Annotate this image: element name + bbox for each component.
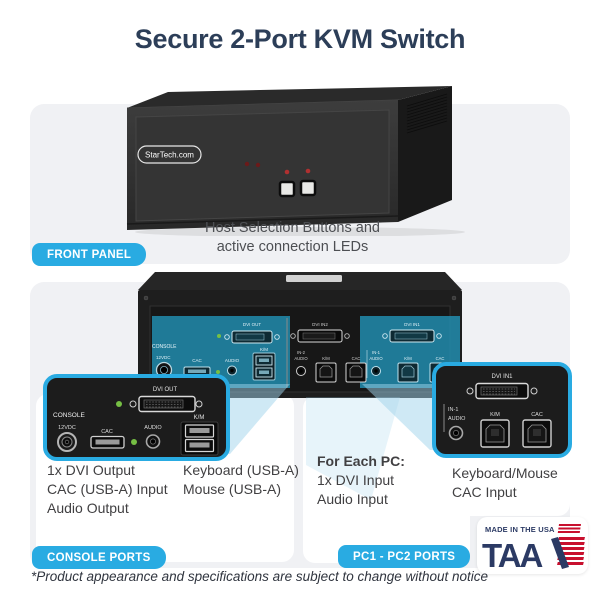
cac2-usb-b-icon [345,362,367,383]
made-in-usa-text: MADE IN THE USA [485,525,555,534]
status-led-icon [255,162,261,168]
callout-dvi-in1-label: DVI IN1 [491,374,513,380]
callout-cac-usb-a-icon [90,435,125,449]
led-icon [217,334,221,338]
callout-cac1-label: CAC [531,412,543,418]
km1-label: K/M [404,356,412,361]
host2-led-icon [305,168,311,174]
caption-line: Mouse (USB-A) [183,481,282,497]
callout-audio-label: AUDIO [144,425,162,431]
front-bezel [135,109,390,222]
pc-ports-badge: PC1 - PC2 PORTS [338,545,471,568]
caption-line: 1x DVI Input [317,472,395,488]
console-callout-graphic: DVI OUT CONSOLE 12VDC CAC [53,387,219,456]
led-icon [216,370,220,374]
host1-select-button [278,180,296,198]
console-callout-box: DVI OUT CONSOLE 12VDC CAC [43,374,230,461]
caption-line: 1x DVI Output [47,462,135,478]
front-panel-badge: FRONT PANEL [32,243,147,266]
caption-line: Keyboard/Mouse [452,465,558,481]
console-ports-badge: CONSOLE PORTS [32,546,166,569]
cac1-label: CAC [436,356,445,361]
console-caption-col1: 1x DVI Output CAC (USB-A) Input Audio Ou… [47,461,187,518]
caption-line: Keyboard (USB-A) [183,462,299,478]
startech-logo: StarTech.com [137,145,202,164]
front-caption-line2: active connection LEDs [216,239,369,255]
audio-label: AUDIO [225,358,240,363]
status-led-icon [244,161,250,167]
callout-km-label: K/M [194,415,205,421]
taa-logo-box: MADE IN THE USA TAA [477,517,588,574]
dvi-in2-label: DVI IN2 [312,322,328,327]
callout-led-icon [116,401,122,407]
callout-audio-jack-icon [145,434,161,449]
callout-dvi-out-label: DVI OUT [153,387,178,393]
side-vents [406,93,448,134]
callout-audio1-label: AUDIO [448,416,466,422]
taa-logo: MADE IN THE USA TAA [482,524,585,574]
callout-km1-usb-b-icon [480,419,510,448]
host2-select-button [299,179,317,197]
pc-caption-col1: For Each PC: 1x DVI Input Audio Input [317,452,447,509]
chassis-top [127,86,452,108]
callout-km-usb-stack-icon [180,421,219,456]
in1-label: IN-1 [372,350,381,355]
dvi-in1-icon [382,329,442,343]
power-label: 12VDC [156,355,171,360]
dvi-in2-icon [290,329,350,343]
km-label: K/M [260,347,268,352]
callout-power-label: 12VDC [58,425,76,431]
top-label-sticker [286,275,342,282]
startech-logo-text: StarTech.com [145,151,194,160]
in2-label: IN-2 [297,350,306,355]
audio2-label: AUDIO [294,356,308,361]
pc-caption-heading: For Each PC: [317,453,405,469]
rear-pc2-group: DVI IN2 IN-2 AUDIO K/M CAC [290,322,367,383]
dvi-out-icon [224,330,280,344]
callout-dvi-in1-icon [466,382,538,400]
pc1-callout-box: DVI IN1 IN-1 AUDIO K/M [432,362,572,458]
km2-usb-b-icon [315,362,337,383]
callout-power-jack-icon [57,432,77,452]
taa-flag-icon [551,537,585,569]
callout-cac1-usb-b-icon [522,419,552,448]
callout-dvi-out-icon [129,395,203,413]
caption-line: CAC (USB-A) Input [47,481,168,497]
taa-text: TAA [482,537,543,574]
shadow [135,227,465,236]
callout-audio1-jack-icon [448,425,464,441]
front-panel-product-image: StarTech.com [126,86,465,236]
callout-console-label: CONSOLE [53,412,85,419]
console-caption-col2: Keyboard (USB-A) Mouse (USB-A) [183,461,303,499]
callout-cac-label: CAC [101,429,113,435]
front-caption: Host Selection Buttons and active connec… [170,219,415,257]
caption-line: Audio Input [317,491,388,507]
rear-console-group: CONSOLE 12VDC CAC AUDIO DVI OUT K/M [152,322,280,381]
cac2-label: CAC [352,356,361,361]
callout-in1-label: IN-1 [448,407,458,413]
page-title: Secure 2-Port KVM Switch [134,24,466,54]
audio1-label: AUDIO [369,356,383,361]
callout-km1-label: K/M [490,412,500,418]
callout-led-icon [131,439,137,445]
km2-label: K/M [322,356,330,361]
pc-caption-col2: Keyboard/Mouse CAC Input [452,464,572,502]
console-label: CONSOLE [152,344,177,350]
pc1-callout-graphic: DVI IN1 IN-1 AUDIO K/M [443,374,552,448]
cac-label: CAC [192,358,202,363]
footer-disclaimer: *Product appearance and specifications a… [31,569,489,584]
km-usb-stack-icon [252,352,276,381]
km1-usb-b-icon [397,362,419,383]
host1-led-icon [284,169,290,175]
made-in-usa-stripes-icon [557,524,582,533]
dvi-in1-label: DVI IN1 [404,322,420,327]
caption-line: Audio Output [47,500,129,516]
dvi-out-label: DVI OUT [243,322,262,327]
caption-line: CAC Input [452,484,517,500]
front-caption-line1: Host Selection Buttons and [205,220,380,236]
